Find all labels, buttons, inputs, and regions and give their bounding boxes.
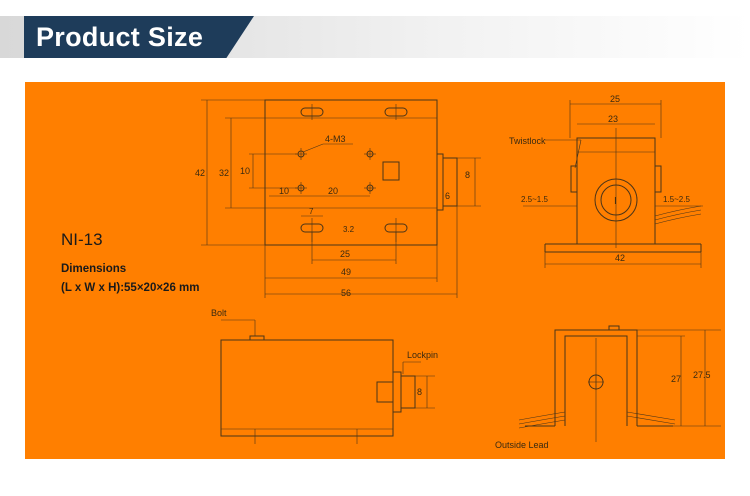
- bracket-outer: [554, 329, 638, 426]
- end-dim-right-gap: 1.5~2.5: [663, 195, 690, 204]
- twistlock-right: [654, 165, 662, 193]
- model-number: NI-13: [61, 230, 103, 249]
- dim-8-pin: 8: [465, 170, 470, 180]
- dim-10-horizontal: 10: [279, 186, 289, 196]
- dim-42: 42: [195, 168, 205, 178]
- top-view-lockpin: [442, 157, 458, 207]
- top-view-pin-housing: [436, 153, 444, 211]
- top-view-body: [264, 99, 438, 246]
- end-dim-25: 25: [610, 94, 620, 104]
- dim-20: 20: [328, 186, 338, 196]
- side-view-pin-housing: [392, 371, 402, 413]
- screw-spec-label: 4-M3: [325, 134, 346, 144]
- header-title-tab: [24, 16, 254, 58]
- end-dim-42: 42: [615, 253, 625, 263]
- bracket-dim-27-5: 27.5: [693, 370, 711, 380]
- end-view-pin: [600, 184, 632, 216]
- side-dim-8: 8: [417, 387, 422, 397]
- dim-6: 6: [445, 191, 450, 201]
- bolt-label: Bolt: [211, 308, 227, 318]
- end-view-pin-marker: I: [614, 196, 617, 207]
- dimension-drawing-panel: 4-M3 42 32 10 10 20 7 3.2: [25, 82, 725, 459]
- side-view: Bolt 8 Lockpin: [211, 308, 438, 444]
- lockpin-label: Lockpin: [407, 350, 438, 360]
- side-view-body: [220, 339, 394, 437]
- twistlock-label: Twistlock: [509, 136, 546, 146]
- dim-25: 25: [340, 249, 350, 259]
- end-view: 25 23 I 42 Twistlock 2.5~1.5: [509, 94, 703, 268]
- page-title: Product Size: [36, 22, 204, 52]
- dim-32: 32: [219, 168, 229, 178]
- outside-lead-label: Outside Lead: [495, 440, 549, 450]
- end-dim-left-gap: 2.5~1.5: [521, 195, 548, 204]
- bracket-frame: [564, 335, 628, 426]
- twistlock-left: [570, 165, 578, 193]
- end-view-pin-ring: [594, 178, 638, 222]
- dim-10-vertical: 10: [240, 166, 250, 176]
- bolt-head: [249, 335, 265, 341]
- side-view-lockpin-housing: [400, 375, 416, 409]
- dim-7: 7: [309, 207, 314, 216]
- dim-3-2: 3.2: [343, 225, 355, 234]
- bracket-dim-27: 27: [671, 374, 681, 384]
- header-banner: Product Size: [0, 0, 750, 64]
- side-view-lockpin: [376, 381, 394, 403]
- end-dim-23: 23: [608, 114, 618, 124]
- dimensions-label: Dimensions: [61, 263, 127, 275]
- dim-49: 49: [341, 267, 351, 277]
- bracket-bolt: [608, 325, 620, 331]
- top-view: 4-M3 42 32 10 10 20 7 3.2: [195, 99, 481, 298]
- dim-56: 56: [341, 288, 351, 298]
- dimensions-value: (L x W x H):55×20×26 mm: [61, 282, 200, 294]
- technical-drawing: 4-M3 42 32 10 10 20 7 3.2: [195, 94, 721, 450]
- bracket-view: 27 27.5 Outside Lead: [495, 325, 721, 450]
- top-view-window: [382, 161, 400, 181]
